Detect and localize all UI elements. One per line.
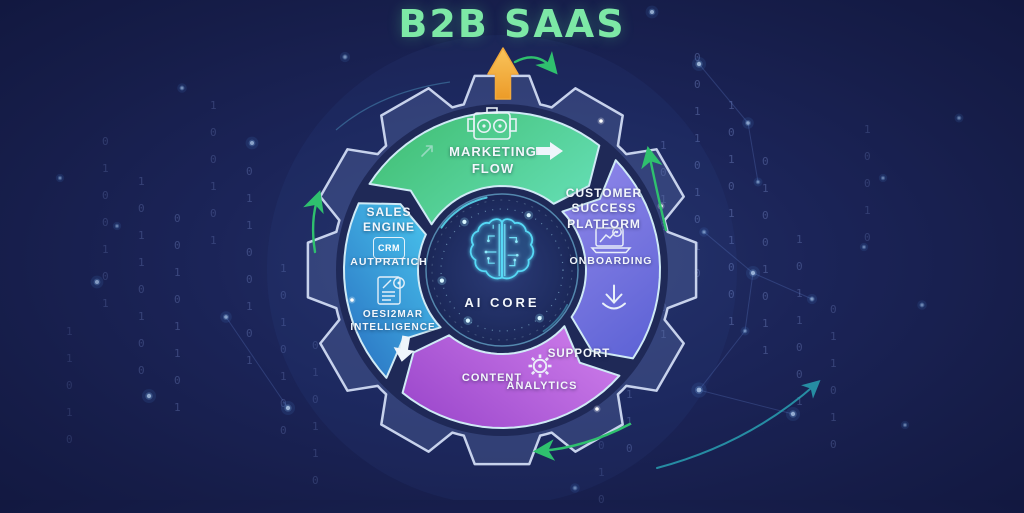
customer-success-platform-label: CUSTOMER SUCCESS PLATFORM (565, 186, 643, 231)
sales-engine-label: SALES ENGINE (362, 205, 416, 235)
binary-digits-column: 1 0 0 1 0 (864, 123, 871, 244)
ai-core-label: AI CORE (464, 295, 540, 310)
analytics-label: ANALYTICS (506, 380, 578, 392)
segment-operations (401, 325, 621, 429)
diagram-canvas (55, 5, 964, 500)
binary-digits-column: 0 1 1 0 1 0 (830, 303, 837, 451)
automation-label: AUTPRATICH (350, 256, 428, 268)
binary-digits-column: 0 1 0 0 1 0 1 (102, 135, 109, 310)
binary-digits-column: 1 0 1 0 1 0 0 (280, 262, 287, 437)
content-label: CONTENT (461, 372, 523, 384)
onboarding-label: ONBOARDING (569, 255, 653, 267)
page-title: B2B SAAS (398, 2, 626, 46)
binary-digits-column: 0 1 0 1 1 0 (312, 339, 319, 487)
support-label: SUPPORT (547, 348, 611, 360)
segment-marketing (368, 111, 601, 226)
brain-circuit-icon (469, 218, 535, 280)
crm-icon: CRM (373, 237, 405, 259)
binary-digits-column: 1 0 1 1 0 1 0 0 (138, 175, 145, 377)
customer-intelligence-label: OESI2MAR INTELLIGENCE (350, 309, 436, 333)
binary-digits-column: 0 1 1 0 0 1 0 1 (246, 165, 253, 367)
binary-digits-column: 1 0 0 1 0 1 (210, 99, 217, 247)
marketing-flow-label: MARKETING FLOW (449, 144, 537, 176)
binary-digits-column: 1 0 1 0 1 1 0 0 1 (728, 99, 735, 328)
labels-layer: B2B SAAS MARKETING FLOW CUSTOMER SUCCESS… (350, 2, 653, 392)
binary-digits-column: 0 0 1 0 1 1 0 1 (174, 212, 181, 414)
binary-digits-column: 0 1 0 0 1 0 1 1 (762, 155, 769, 357)
binary-digits-column: 1 1 0 1 0 (66, 325, 73, 446)
